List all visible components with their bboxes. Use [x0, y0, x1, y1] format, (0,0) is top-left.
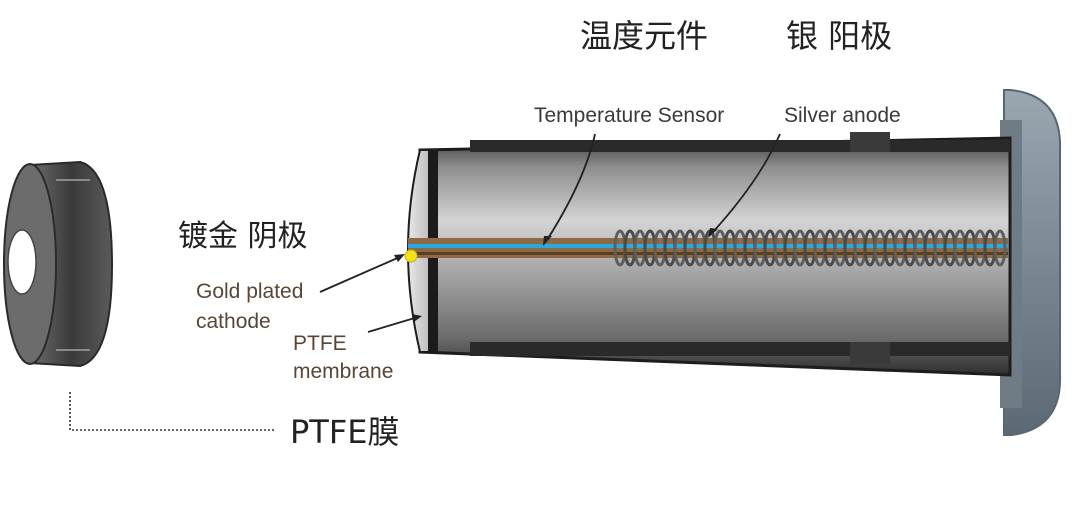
ptfe-membrane-leader: [367, 316, 419, 333]
gold-cathode-arrowhead: [394, 254, 405, 262]
label-en-gold-plated-line2: cathode: [196, 310, 271, 333]
label-en-ptfe-line1: PTFE: [293, 332, 347, 355]
label-cn-ptfe-membrane: PTFE膜: [290, 413, 399, 451]
leader-lines: [319, 133, 781, 333]
gold-cathode-tip: [404, 249, 418, 263]
coil-turn: [993, 229, 1007, 267]
silver-anode-arrowhead: [708, 228, 718, 238]
label-cn-gold-cathode: 镀金 阴极: [178, 219, 308, 254]
silver-anode-leader: [712, 133, 781, 233]
silver-anode-coil: [613, 229, 1007, 267]
temperature-sensor-leader: [546, 133, 596, 241]
temperature-sensor-arrowhead: [543, 236, 552, 246]
arrow-heads: [394, 228, 718, 322]
label-en-ptfe-line2: membrane: [293, 360, 393, 383]
label-cn-temperature-element: 温度元件: [580, 17, 708, 55]
gold-cathode-leader: [319, 255, 403, 293]
ptfe-cn-leader: [69, 392, 275, 431]
ptfe-membrane-arrowhead: [412, 314, 422, 322]
temperature-sensor-rod: [408, 238, 1008, 258]
probe-body: [407, 89, 1062, 436]
membrane-cap: [3, 160, 114, 368]
label-en-gold-plated-line1: Gold plated: [196, 280, 303, 303]
label-cn-silver-anode: 银 阳极: [786, 17, 892, 55]
label-en-silver-anode: Silver anode: [784, 104, 901, 127]
label-en-temperature-sensor: Temperature Sensor: [534, 104, 724, 127]
